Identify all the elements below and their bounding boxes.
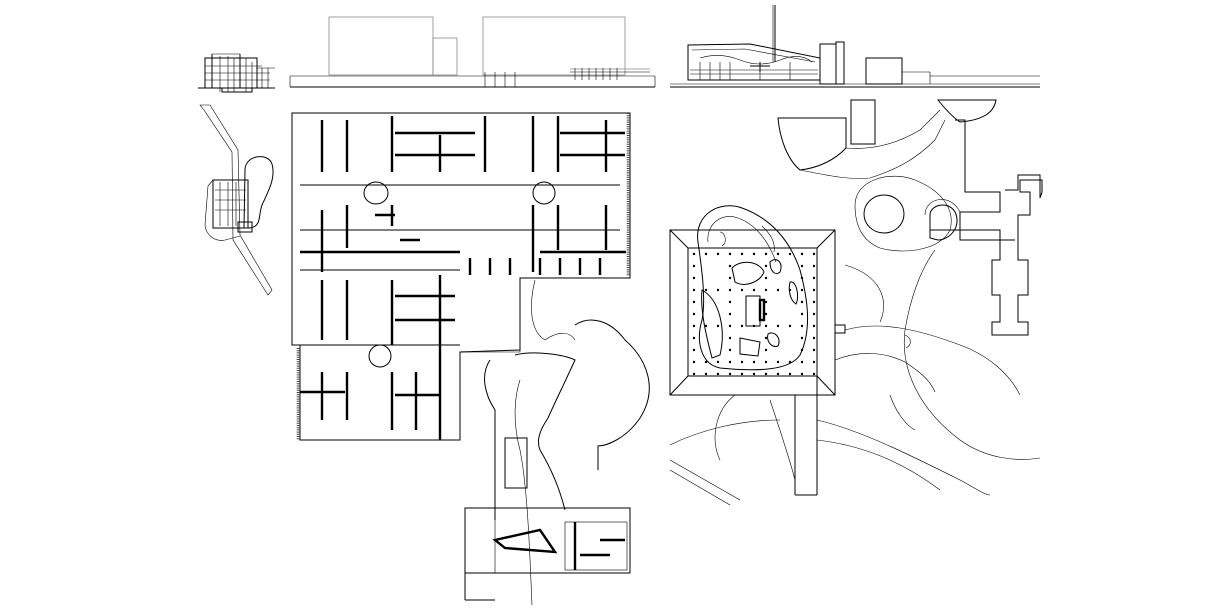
column-dot [740, 324, 744, 328]
small-elevation [198, 53, 275, 93]
column-dot [716, 360, 720, 364]
museum-plan [669, 205, 846, 496]
elevation-windows [484, 68, 618, 87]
column-dot [728, 324, 732, 328]
small-site-plan [199, 104, 274, 296]
column-dot [704, 252, 708, 256]
column-dot [728, 348, 732, 352]
column-dot [692, 348, 696, 352]
column-dot [704, 324, 708, 328]
column-dot [764, 360, 768, 364]
column-dot [692, 276, 696, 280]
column-dot [692, 324, 696, 328]
column-dot [812, 336, 816, 340]
column-dot [800, 336, 804, 340]
long-elevation [289, 16, 656, 88]
column-dot [764, 372, 768, 376]
column-dot [776, 372, 780, 376]
column-dot [776, 360, 780, 364]
column-dot [800, 312, 804, 316]
column-dot [692, 336, 696, 340]
column-dot [740, 252, 744, 256]
column-dot [692, 372, 696, 376]
column-dot [764, 252, 768, 256]
column-dot [812, 264, 816, 268]
column-dot [800, 288, 804, 292]
column-dot [692, 312, 696, 316]
column-dot [800, 300, 804, 304]
column-dot [728, 312, 732, 316]
column-dot [800, 252, 804, 256]
column-dot [716, 288, 720, 292]
column-dot [788, 372, 792, 376]
column-dot [812, 300, 816, 304]
column-dot [728, 300, 732, 304]
column-dot [800, 324, 804, 328]
column-dot [812, 324, 816, 328]
column-dot [812, 252, 816, 256]
column-dot [704, 360, 708, 364]
column-dot [812, 360, 816, 364]
column-dot [800, 372, 804, 376]
column-dot [728, 360, 732, 364]
column-dot [764, 324, 768, 328]
column-dot [704, 372, 708, 376]
column-dot [728, 252, 732, 256]
column-dot [788, 324, 792, 328]
column-dot [812, 348, 816, 352]
column-grid [692, 252, 816, 376]
column-dot [776, 252, 780, 256]
column-dot [752, 372, 756, 376]
column-dot [728, 276, 732, 280]
column-dot [740, 288, 744, 292]
site-landscape [669, 99, 1043, 506]
column-dot [776, 288, 780, 292]
column-dot [764, 288, 768, 292]
column-dot [692, 360, 696, 364]
column-dot [728, 288, 732, 292]
column-dot [800, 348, 804, 352]
column-dot [752, 288, 756, 292]
column-dot [728, 336, 732, 340]
column-dot [728, 264, 732, 268]
column-dot [812, 276, 816, 280]
column-dot [788, 252, 792, 256]
column-dot [716, 252, 720, 256]
museum-elevation [670, 5, 1040, 88]
elevation-glazing [690, 62, 818, 80]
column-dot [764, 264, 768, 268]
column-dot [788, 288, 792, 292]
column-dot [764, 336, 768, 340]
column-dot [752, 324, 756, 328]
column-dot [812, 372, 816, 376]
column-dot [716, 372, 720, 376]
column-dot [788, 360, 792, 364]
column-dot [704, 288, 708, 292]
column-dot [764, 348, 768, 352]
column-dot [716, 324, 720, 328]
main-floor-plan [291, 112, 631, 441]
column-dot [728, 372, 732, 376]
column-dot [692, 288, 696, 292]
column-dot [812, 288, 816, 292]
column-dot [692, 300, 696, 304]
column-dot [800, 276, 804, 280]
column-dot [764, 300, 768, 304]
column-dot [800, 360, 804, 364]
column-dot [740, 360, 744, 364]
column-dot [800, 264, 804, 268]
column-dot [764, 312, 768, 316]
column-dot [752, 360, 756, 364]
column-dot [812, 312, 816, 316]
column-dot [764, 276, 768, 280]
column-dot [752, 252, 756, 256]
column-dot [740, 372, 744, 376]
column-dot [776, 324, 780, 328]
free-form-extension [460, 278, 650, 606]
column-dot [692, 264, 696, 268]
column-dot [692, 252, 696, 256]
